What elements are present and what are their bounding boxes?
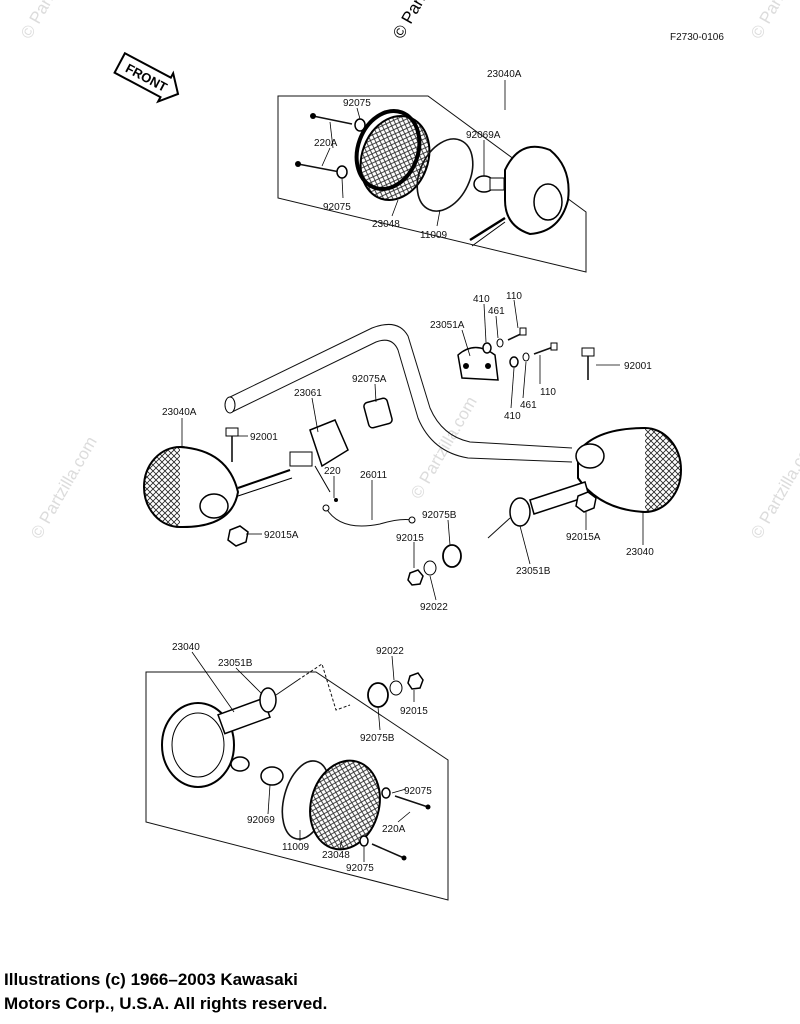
washer-92022-mid <box>423 560 437 576</box>
label-92015-a: 92015 <box>396 533 424 544</box>
stem-23051B-bottom <box>259 687 277 713</box>
top-assembly <box>277 95 587 273</box>
label-220: 220 <box>324 466 341 477</box>
label-92015A-left: 92015A <box>264 530 299 541</box>
grommet-92075B-bottom <box>367 682 389 708</box>
label-23048-b: 23048 <box>322 850 350 861</box>
label-23040-right: 23040 <box>626 547 654 558</box>
label-92069: 92069 <box>247 815 275 826</box>
label-92075B-a: 92075B <box>422 510 457 521</box>
label-92022-a: 92022 <box>420 602 448 613</box>
screw-220A-upper <box>312 115 353 125</box>
middle-assembly <box>143 323 682 586</box>
housing-bottom <box>161 702 235 788</box>
label-92075A: 92075A <box>352 374 387 385</box>
watermark-ml: © Partzilla.com <box>27 433 101 542</box>
label-26011: 26011 <box>360 470 388 481</box>
label-220A-a: 220A <box>314 138 338 149</box>
front-arrow: FRONT <box>113 51 180 104</box>
nut-92015-bottom <box>407 672 424 690</box>
label-92001-left: 92001 <box>250 432 278 443</box>
label-23051A: 23051A <box>430 320 465 331</box>
label-92015A-right: 92015A <box>566 532 601 543</box>
bulb-92069 <box>260 766 284 786</box>
label-461-a: 461 <box>488 306 505 317</box>
label-110-a: 110 <box>506 291 522 302</box>
bottom-assembly <box>145 663 449 901</box>
grommet-92075B-mid <box>442 544 462 568</box>
bracket-23051A <box>457 346 499 381</box>
label-92022-b: 92022 <box>376 646 404 657</box>
copyright-line-1: Illustrations (c) 1966–2003 Kawasaki <box>4 970 298 989</box>
label-92075-b: 92075 <box>323 202 351 213</box>
label-410-b: 410 <box>504 411 521 422</box>
spacer-92075A <box>363 397 393 429</box>
label-92075-d: 92075 <box>346 863 374 874</box>
label-110-b: 110 <box>540 387 556 398</box>
label-23051B-b: 23051B <box>218 658 253 669</box>
label-23048-a: 23048 <box>372 219 400 230</box>
wire-26011 <box>325 507 413 527</box>
part-labels: 23040A 92075 220A 92069A 92075 23048 110… <box>162 69 654 874</box>
label-220A-b: 220A <box>382 824 406 835</box>
copyright-notice: Illustrations (c) 1966–2003 Kawasaki Mot… <box>4 968 327 1016</box>
lens-23048-bottom <box>309 759 381 851</box>
label-92001-right: 92001 <box>624 361 652 372</box>
label-92075B-b: 92075B <box>360 733 395 744</box>
handlebar <box>227 323 573 449</box>
bottom-panel-outline <box>145 671 449 901</box>
nut-92015A-right <box>575 491 597 513</box>
label-23040A-top: 23040A <box>487 69 522 80</box>
label-92075-c: 92075 <box>404 786 432 797</box>
label-410-a: 410 <box>473 294 490 305</box>
figure-id: F2730-0106 <box>670 32 724 43</box>
watermark-tr: © Partzilla.com <box>747 0 800 42</box>
switch-23061 <box>309 419 349 468</box>
label-11009-a: 11009 <box>420 230 448 241</box>
gasket-11009-top <box>416 138 474 212</box>
nut-92015-mid <box>407 569 424 586</box>
nut-92015A-left <box>227 525 249 547</box>
label-11009-b: 11009 <box>282 842 310 853</box>
label-23051B-a: 23051B <box>516 566 551 577</box>
label-92015-b: 92015 <box>400 706 428 717</box>
label-92069A: 92069A <box>466 130 501 141</box>
label-92075-a: 92075 <box>343 98 371 109</box>
watermark-top: © Part <box>389 0 430 42</box>
washer-92022-bottom <box>389 680 403 696</box>
top-panel-outline <box>277 95 587 273</box>
screw-220A-lower <box>297 163 341 173</box>
copyright-line-2: Motors Corp., U.S.A. All rights reserved… <box>4 994 328 1013</box>
label-23061: 23061 <box>294 388 322 399</box>
watermark-mr: © Partzilla.com <box>747 433 800 542</box>
washer-92075-lower <box>336 165 348 179</box>
watermark-tl: © Partzilla.com <box>17 0 91 42</box>
leader-lines <box>181 80 644 862</box>
label-461-b: 461 <box>520 400 537 411</box>
label-23040-bottom: 23040 <box>172 642 200 653</box>
watermark-c: © Partzilla.com <box>407 393 481 502</box>
label-23040A-left: 23040A <box>162 407 197 418</box>
